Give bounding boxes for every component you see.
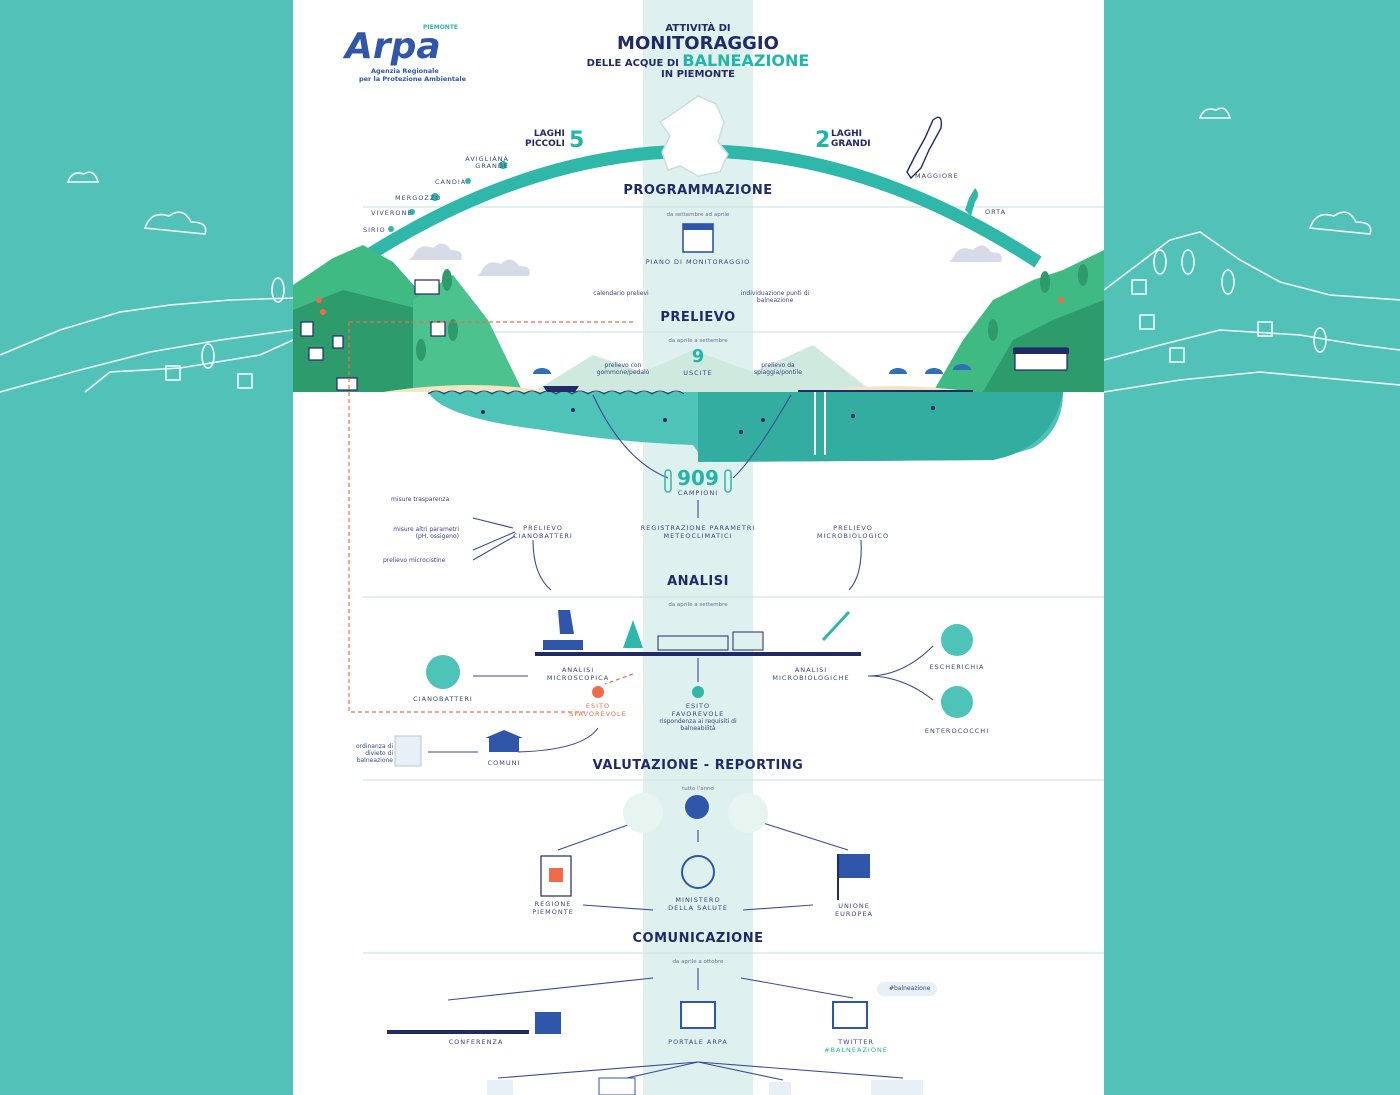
- calendar-icon: [682, 223, 714, 253]
- logo-region: PIEMONTE: [423, 24, 459, 31]
- lake-label: SIRIO: [363, 226, 386, 234]
- title-line3-prefix: DELLE ACQUE DI: [586, 58, 679, 70]
- title-line2: MONITORAGGIO: [617, 32, 779, 54]
- campioni-label: CAMPIONI: [677, 489, 719, 497]
- twitter-bubble: #balneazione: [889, 985, 931, 992]
- infographic-graphics: [293, 0, 1104, 1095]
- logo-tagline-2: per la Protezione Ambientale: [359, 75, 466, 83]
- large-lakes-label-1: LAGHI: [831, 129, 862, 139]
- programmazione-period: da settembre ad aprile: [666, 212, 730, 218]
- lake-label: MAGGIORE: [915, 172, 959, 180]
- ordinanza-label: ordinanza di divieto di balneazione: [356, 743, 393, 764]
- section-analisi-title: ANALISI: [667, 574, 729, 589]
- section-comunicazione-title: COMUNICAZIONE: [632, 931, 764, 946]
- twitter-label[interactable]: TWITTER: [838, 1038, 874, 1046]
- arpa-logo[interactable]: Arpa PIEMONTE Agenzia Regionale per la P…: [345, 24, 466, 83]
- logo-brand: Arpa: [345, 26, 441, 67]
- esito-favorevole-note: rispondenza ai requisiti di balneabilità: [659, 718, 737, 732]
- uscite-count: 9: [691, 346, 705, 367]
- regione-label: REGIONE PIEMONTE: [532, 900, 574, 916]
- cianobatteri-measure: prelievo microcistine: [383, 557, 446, 564]
- title-line1: ATTIVITÀ DI: [665, 23, 731, 34]
- title-highlight: BALNEAZIONE: [682, 51, 810, 71]
- plan-label: PIANO DI MONITORAGGIO: [645, 258, 751, 266]
- comuni-label: COMUNI: [487, 759, 521, 767]
- small-lakes-label-2: PICCOLI: [525, 138, 565, 149]
- large-lakes-label-2: GRANDI: [831, 138, 871, 149]
- escherichia-label: ESCHERICHIA: [929, 663, 985, 671]
- valutazione-period: tutto l'anno: [682, 786, 714, 792]
- small-lakes-count: 5: [569, 128, 585, 153]
- enterococchi-label: ENTEROCOCCHI: [924, 727, 990, 735]
- logo-tagline-1: Agenzia Regionale: [371, 67, 439, 75]
- uscite-label: USCITE: [683, 369, 713, 377]
- esito-sfavorevole: ESITO SFAVOREVOLE: [569, 702, 627, 718]
- cianobatteri-measure: misure altri parametri (pH, ossigeno): [393, 526, 459, 540]
- branch-cianobatteri: PRELIEVO CIANOBATTERI: [513, 524, 573, 540]
- title-line3: DELLE ACQUE DI BALNEAZIONE: [586, 51, 810, 71]
- large-lakes-counter: LAGHI GRANDI: [831, 129, 871, 150]
- twitter-hashtag: #BALNEAZIONE: [824, 1046, 888, 1054]
- comuni-building-icon: [485, 730, 523, 752]
- branch-meteoclimatici: REGISTRAZIONE PARAMETRI METEOCLIMATICI: [640, 524, 756, 540]
- lake-label: MERGOZZO: [395, 194, 442, 202]
- lake-label: CANDIA: [435, 178, 467, 186]
- campioni-count: 909: [677, 466, 719, 490]
- branch-microbiologico: PRELIEVO MICROBIOLOGICO: [816, 524, 890, 540]
- prelievo-left: prelievo con gommone/pedalò: [596, 362, 650, 376]
- cianobatteri-measure: misure trasparenza: [391, 496, 450, 503]
- title-line4: IN PIEMONTE: [661, 69, 735, 81]
- programmazione-left: calendario prelievi: [593, 290, 649, 297]
- cianobatteri-label: CIANOBATTERI: [413, 695, 473, 703]
- section-prelievo-title: PRELIEVO: [660, 310, 736, 325]
- section-valutazione-title: VALUTAZIONE - REPORTING: [592, 758, 804, 773]
- lake-label: ORTA: [985, 208, 1007, 216]
- analisi-microscopica: ANALISI MICROSCOPICA: [546, 666, 610, 682]
- esito-favorevole: ESITO FAVOREVOLE: [671, 702, 725, 718]
- small-lakes-label-1: LAGHI: [533, 129, 565, 139]
- ministero-label: MINISTERO DELLA SALUTE: [668, 896, 728, 912]
- lake-label: VIVERONE: [371, 209, 413, 217]
- conferenza-label: CONFERENZA: [448, 1038, 504, 1046]
- infographic-sheet: Arpa PIEMONTE Agenzia Regionale per la P…: [293, 0, 1104, 1095]
- lab-bench: [535, 610, 861, 656]
- prelievo-right: prelievo da spiaggia/pontile: [754, 362, 802, 376]
- portale-label[interactable]: PORTALE ARPA: [668, 1038, 728, 1046]
- main-title: ATTIVITÀ DI MONITORAGGIO DELLE ACQUE DI …: [586, 23, 810, 81]
- small-lakes-counter: LAGHI PICCOLI: [525, 129, 565, 150]
- prelievo-period: da aprile a settembre: [668, 338, 728, 344]
- ue-label: UNIONE EUROPEA: [835, 902, 873, 918]
- analisi-period: da aprile a settembre: [668, 602, 728, 608]
- large-lakes-count: 2: [815, 128, 831, 153]
- programmazione-right: individuazione punti di balneazione: [740, 290, 810, 304]
- analisi-microbiologiche: ANALISI MICROBIOLOGICHE: [772, 666, 850, 682]
- section-programmazione-title: PROGRAMMAZIONE: [623, 183, 773, 198]
- lake-label: AVIGLIANA GRANDE: [465, 155, 509, 171]
- comunicazione-period: da aprile a ottobre: [672, 959, 724, 965]
